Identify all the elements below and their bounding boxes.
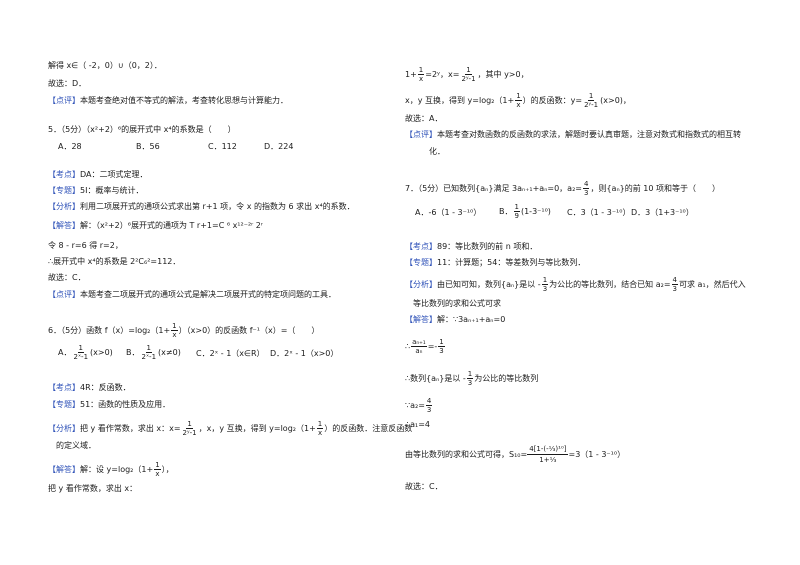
- q5-option-c: C．112: [208, 142, 237, 151]
- q5-answer: 【解答】解：（x²+2）⁶展开式的通项为 T r+1=C ⁶ x¹²⁻²ʳ 2ʳ: [48, 221, 263, 230]
- question-5: 5．（5分）（x²+2）⁶的展开式中 x⁴的系数是（ ）: [48, 125, 236, 134]
- q5-knowledge-point: 【考点】DA：二项式定理．: [48, 170, 148, 179]
- q5-step-3: 故选：C．: [48, 273, 86, 282]
- q7-step-4: ∴a₁=4: [405, 420, 430, 429]
- left-column: 解得 x∈（ -2，0）∪（0，2）． 故选：D． 【点评】本题考查绝对值不等式…: [48, 0, 412, 565]
- q6-topic: 【专题】51：函数的性质及应用．: [48, 400, 171, 409]
- q6-knowledge-point: 【考点】4R：反函数．: [48, 383, 131, 392]
- q6-analysis-cont: 的定义域．: [56, 441, 96, 450]
- answer-line: 故选：D．: [48, 79, 87, 88]
- r-answer: 故选：A．: [405, 114, 443, 123]
- comment-text: 本题考查绝对值不等式的解法，考查转化思想与计算能力．: [80, 96, 288, 105]
- q7-answer: 【解答】解：∵3aₙ₊₁+aₙ=0: [405, 315, 506, 324]
- q6-option-c: C．2ˣ - 1（x∈R）: [196, 349, 265, 358]
- comment-label: 【点评】: [48, 96, 80, 105]
- q7-step-5: 由等比数列的求和公式可得，S₁₀=4[1-(-⅓)¹⁰]1+⅓=3（1 - 3⁻…: [405, 445, 626, 464]
- q5-analysis: 【分析】利用二项展开式的通项公式求出第 r+1 项，令 x 的指数为 6 求出 …: [48, 202, 355, 211]
- r-comment-cont: 化．: [429, 147, 445, 156]
- q7-option-a: A．-6（1 - 3⁻¹⁰）: [415, 208, 482, 217]
- q7-analysis-cont: 等比数列的求和公式可求: [413, 299, 501, 308]
- solution-line: 解得 x∈（ -2，0）∪（0，2）．: [48, 61, 162, 70]
- q5-option-d: D．224: [264, 142, 294, 151]
- q5-option-b: B．56: [136, 142, 160, 151]
- q5-comment: 【点评】本题考查二项展开式的通项公式是解决二项展开式的特定项问题的工具．: [48, 290, 336, 299]
- q7-knowledge-point: 【考点】89：等比数列的前 n 项和．: [405, 242, 538, 251]
- q5-step-1: 令 8 - r=6 得 r=2，: [48, 241, 123, 250]
- q6-step: 把 y 看作常数，求出 x：: [48, 484, 138, 493]
- r-comment: 【点评】本题考查对数函数的反函数的求法，解题时要认真审题，注意对数式和指数式的相…: [405, 130, 741, 139]
- q7-result: 故选：C．: [405, 482, 443, 491]
- q5-step-2: ∴展开式中 x⁴的系数是 2²C₆²=112．: [48, 257, 181, 266]
- q6-option-d: D．2ˣ - 1（x>0）: [270, 349, 339, 358]
- q7-option-c: C．3（1 - 3⁻¹⁰）: [567, 208, 631, 217]
- q5-topic: 【专题】5I：概率与统计．: [48, 186, 144, 195]
- q7-option-d: D．3（1+3⁻¹⁰）: [631, 208, 694, 217]
- q7-topic: 【专题】11：计算题；54：等差数列与等比数列．: [405, 258, 586, 267]
- comment-line: 【点评】本题考查绝对值不等式的解法，考查转化思想与计算能力．: [48, 95, 288, 106]
- q5-option-a: A．28: [58, 142, 82, 151]
